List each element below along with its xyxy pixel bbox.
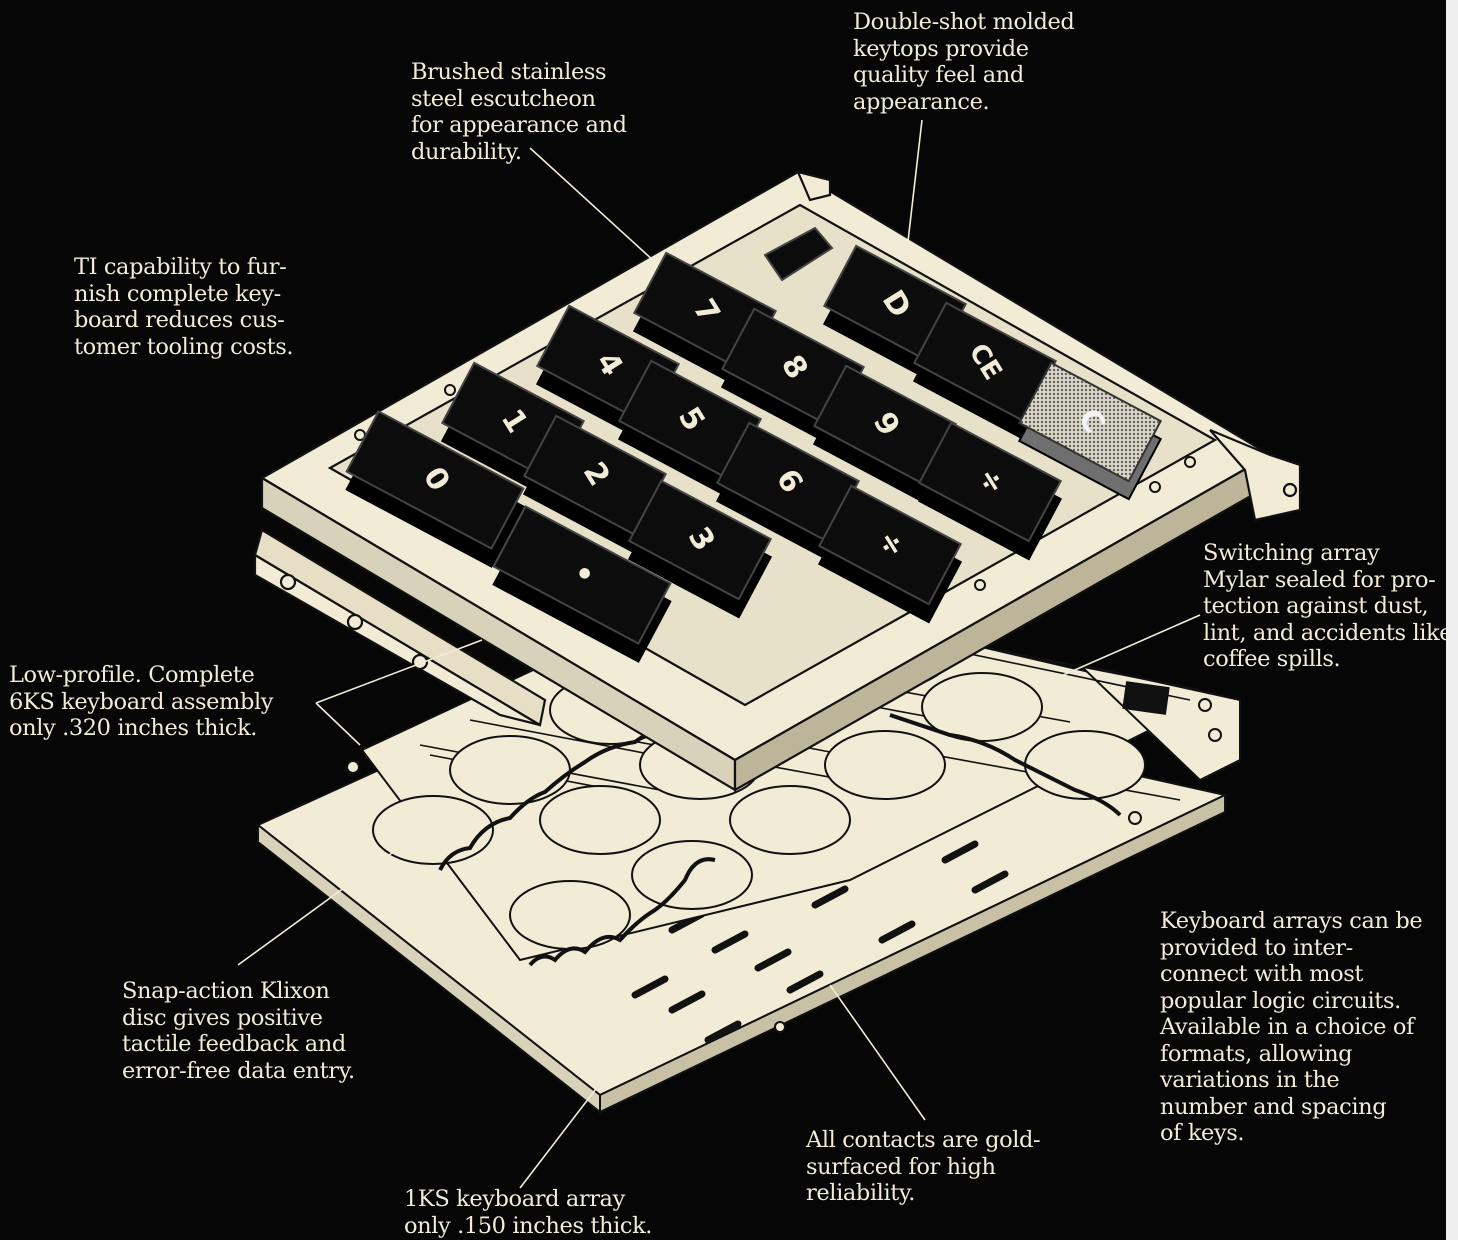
klixon-disc: [540, 786, 660, 854]
leader-keytops: [907, 120, 922, 250]
callout-line: tomer tooling costs.: [74, 334, 293, 361]
callout-contacts: All contacts are gold- surfaced for high…: [806, 1127, 1040, 1207]
callout-line: All contacts are gold-: [806, 1127, 1040, 1154]
callout-interconnect: Keyboard arrays can be provided to inter…: [1160, 908, 1422, 1147]
callout-line: coffee spills.: [1203, 646, 1452, 673]
leader-switching: [1052, 615, 1200, 680]
leader-lowprofile-2: [316, 703, 360, 745]
board-hole: [775, 1022, 785, 1032]
callout-line: only .150 inches thick.: [404, 1213, 652, 1240]
page-edge: [1446, 0, 1458, 1240]
callout-line: Snap-action Klixon: [122, 978, 355, 1005]
leader-escutcheon: [530, 148, 655, 262]
callout-line: board reduces cus-: [74, 307, 293, 334]
callout-line: disc gives positive: [122, 1005, 355, 1032]
callout-line: Keyboard arrays can be: [1160, 908, 1422, 935]
klixon-disc: [730, 786, 850, 854]
klixon-disc: [632, 841, 752, 909]
callout-line: formats, allowing: [1160, 1041, 1422, 1068]
callout-switching: Switching array Mylar sealed for pro- te…: [1203, 540, 1452, 673]
klixon-disc: [825, 731, 945, 799]
callout-line: of keys.: [1160, 1120, 1422, 1147]
callout-line: Available in a choice of: [1160, 1014, 1422, 1041]
callout-line: only .320 inches thick.: [9, 715, 273, 742]
callout-line: nish complete key-: [74, 281, 293, 308]
callout-keytops: Double-shot molded keytops provide quali…: [853, 9, 1074, 115]
callout-line: provided to inter-: [1160, 935, 1422, 962]
callout-line: Mylar sealed for pro-: [1203, 567, 1452, 594]
callout-line: reliability.: [806, 1180, 1040, 1207]
callout-line: TI capability to fur-: [74, 254, 293, 281]
callout-line: 1KS keyboard array: [404, 1186, 652, 1213]
callout-line: for appearance and: [411, 112, 627, 139]
callout-line: Brushed stainless: [411, 59, 627, 86]
callout-line: Double-shot molded: [853, 9, 1074, 36]
klixon-disc: [450, 736, 570, 804]
callout-klixon: Snap-action Klixon disc gives positive t…: [122, 978, 355, 1084]
callout-line: popular logic circuits.: [1160, 988, 1422, 1015]
leader-contacts: [830, 985, 925, 1120]
klixon-disc: [1025, 731, 1145, 799]
callout-escutcheon: Brushed stainless steel escutcheon for a…: [411, 59, 627, 165]
callout-line: Low-profile. Complete: [9, 662, 273, 689]
callout-line: quality feel and: [853, 62, 1074, 89]
callout-line: keytops provide: [853, 36, 1074, 63]
callout-line: Switching array: [1203, 540, 1452, 567]
board-hole: [1129, 812, 1141, 824]
callout-line: number and spacing: [1160, 1094, 1422, 1121]
callout-line: durability.: [411, 139, 627, 166]
callout-line: variations in the: [1160, 1067, 1422, 1094]
callout-array: 1KS keyboard array only .150 inches thic…: [404, 1186, 652, 1239]
callout-lowprofile: Low-profile. Complete 6KS keyboard assem…: [9, 662, 273, 742]
callout-line: lint, and accidents like: [1203, 620, 1452, 647]
callout-line: surfaced for high: [806, 1154, 1040, 1181]
callout-line: connect with most: [1160, 961, 1422, 988]
callout-line: error-free data entry.: [122, 1058, 355, 1085]
board-hole: [347, 761, 359, 773]
callout-line: tection against dust,: [1203, 593, 1452, 620]
callout-line: steel escutcheon: [411, 86, 627, 113]
callout-tooling: TI capability to fur- nish complete key-…: [74, 254, 293, 360]
callout-line: tactile feedback and: [122, 1031, 355, 1058]
callout-line: 6KS keyboard assembly: [9, 689, 273, 716]
callout-line: appearance.: [853, 89, 1074, 116]
